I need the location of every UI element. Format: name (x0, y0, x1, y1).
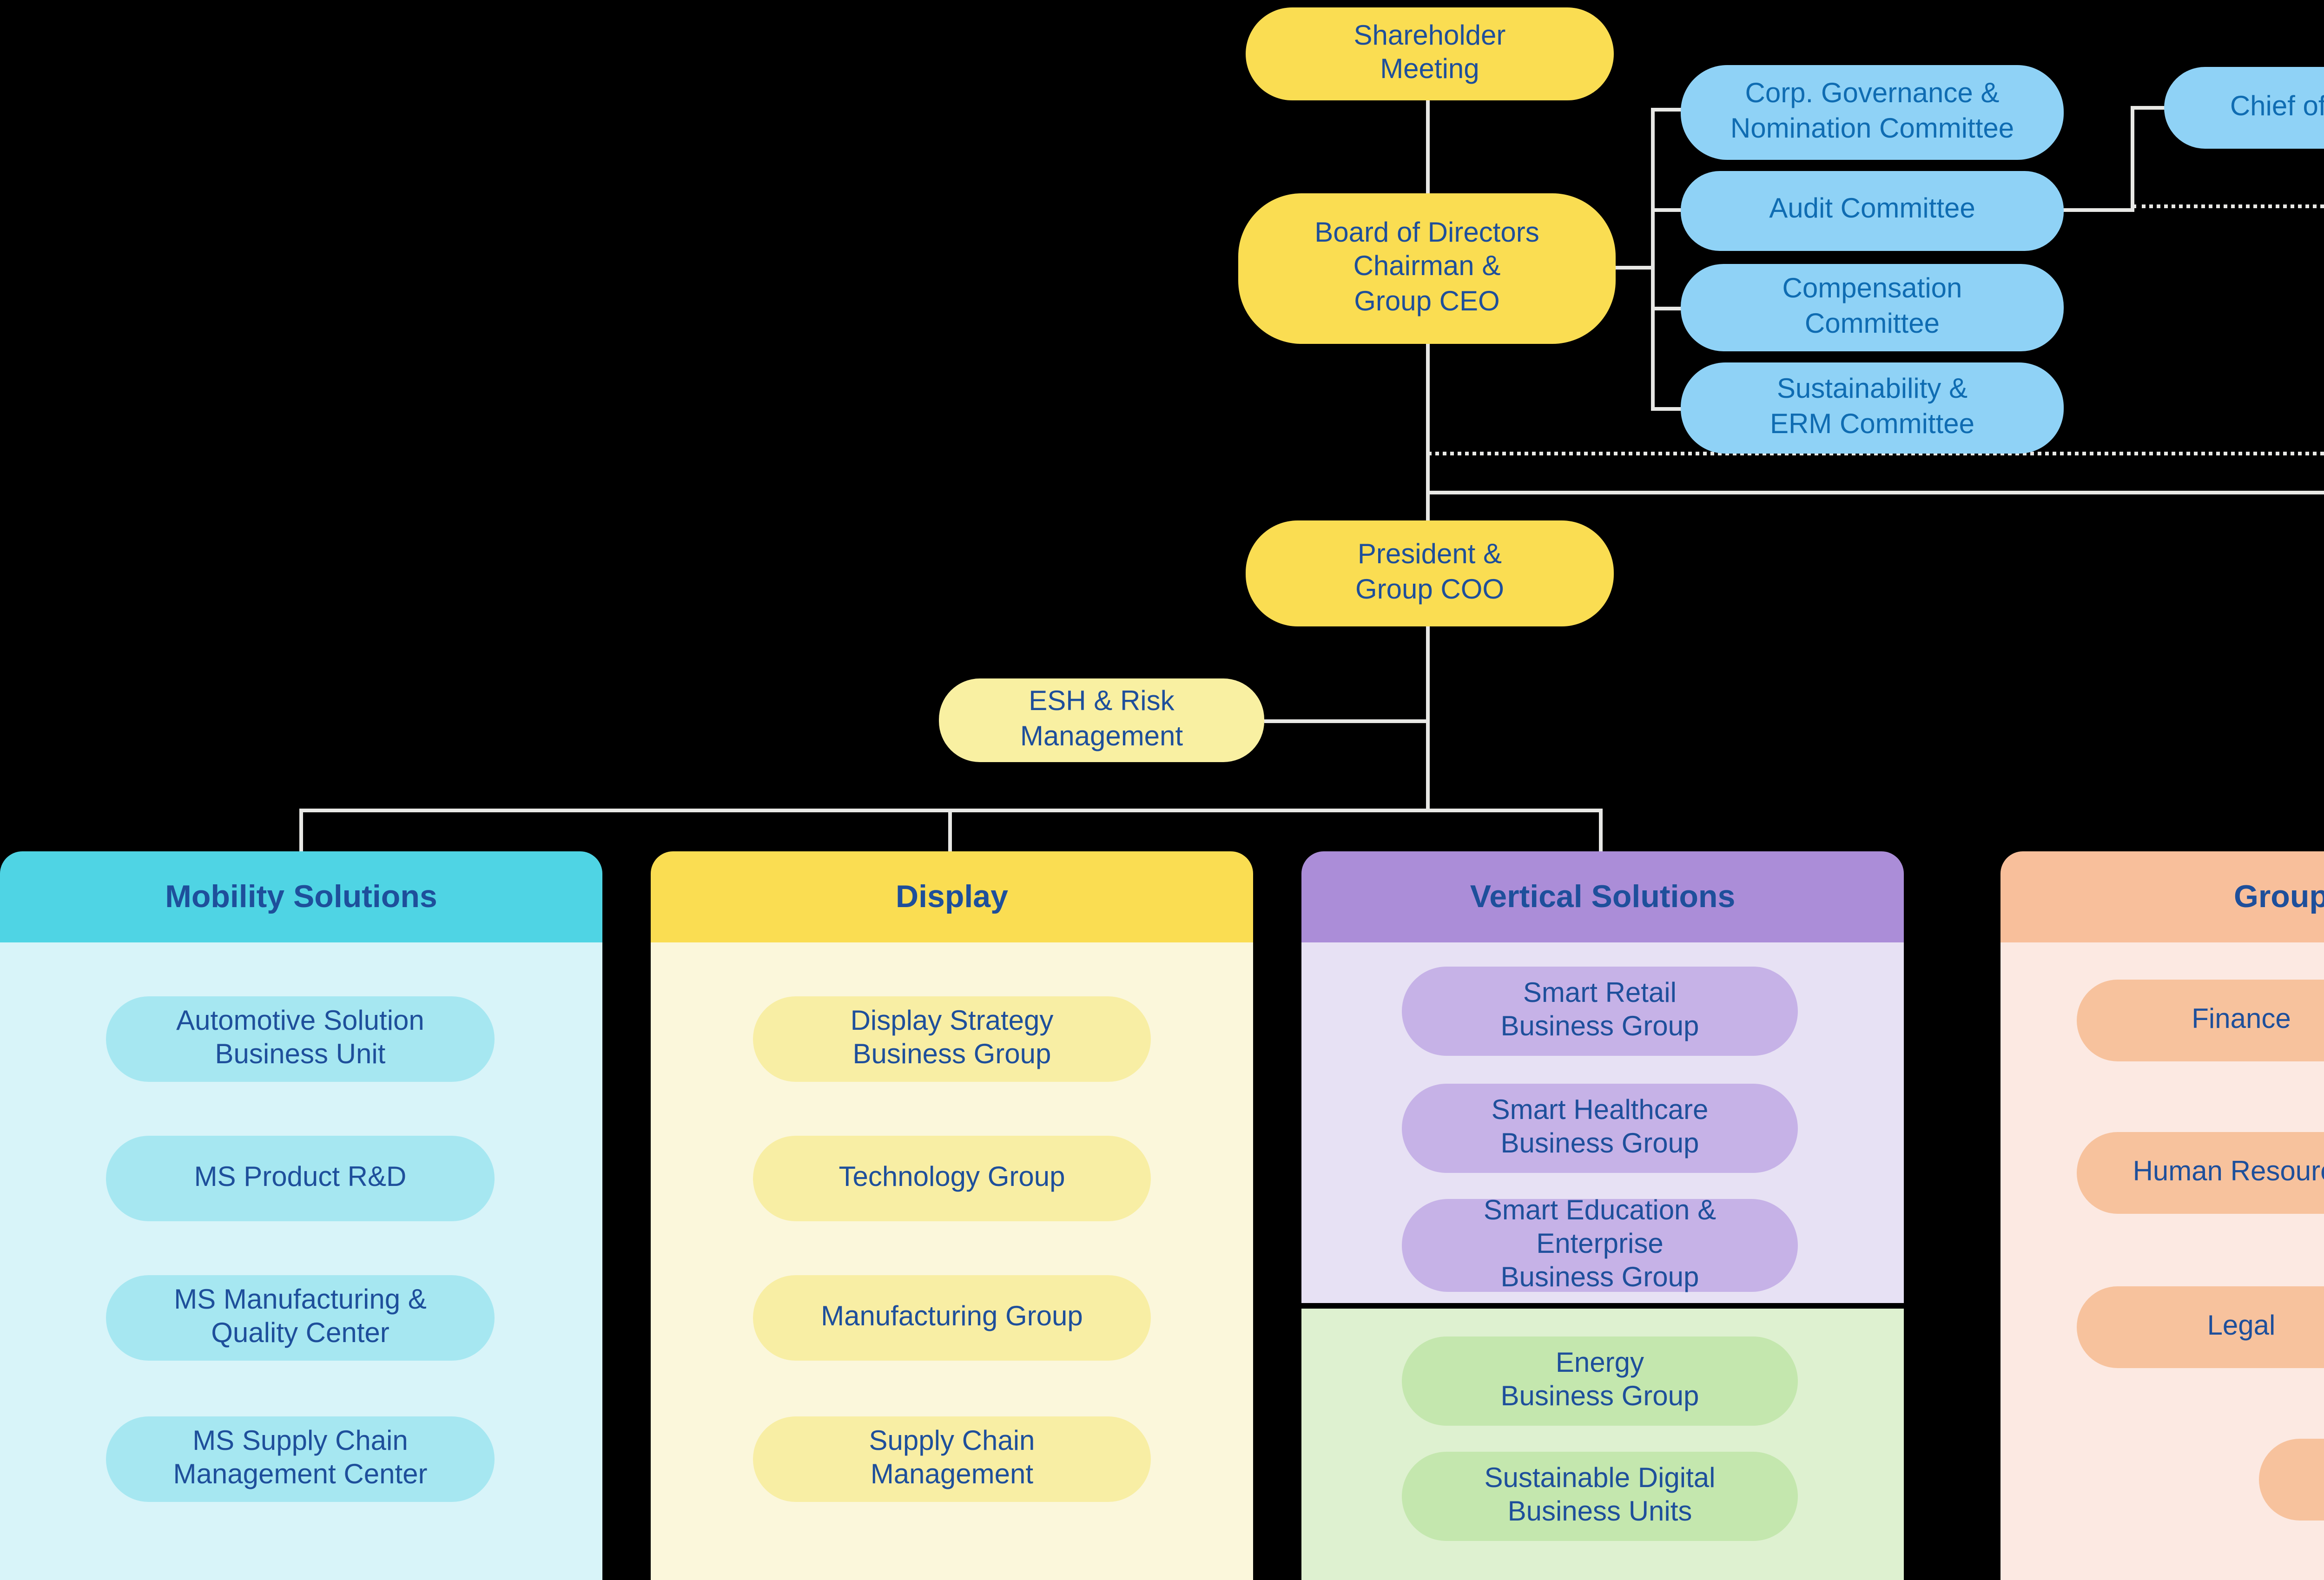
division-mobility-header: Mobility Solutions (0, 851, 602, 942)
connector-president-bus (1426, 625, 1430, 812)
dotted-chief-to-board-line (1428, 452, 2324, 455)
connector-committee-bus (1651, 108, 1655, 411)
committee-compensation: Compensation Committee (1681, 264, 2064, 351)
node-chief-of-compliance: Chief of Compliance (2164, 67, 2324, 149)
unit-energy-business-group: Energy Business Group (1402, 1336, 1798, 1426)
connector-shareholder-board (1426, 100, 1430, 197)
connector-committee-1 (1651, 108, 1683, 112)
unit-smart-healthcare-group: Smart Healthcare Business Group (1402, 1084, 1798, 1173)
unit-human-resource: Human Resource (2077, 1132, 2324, 1214)
unit-auditing: Auditing (2259, 1439, 2324, 1521)
connector-drop-mobility (299, 809, 303, 853)
connector-board-president (1426, 342, 1430, 522)
node-esh-risk-management: ESH & Risk Management (939, 678, 1264, 762)
unit-ms-product-rnd: MS Product R&D (106, 1136, 495, 1221)
unit-smart-education-enterprise-group: Smart Education & Enterprise Business Gr… (1402, 1194, 1798, 1294)
committee-sustainability-erm: Sustainability & ERM Committee (1681, 362, 2064, 454)
unit-legal: Legal (2077, 1286, 2324, 1368)
committee-audit: Audit Committee (1681, 171, 2064, 251)
unit-supply-chain-management: Supply Chain Management (753, 1416, 1151, 1502)
connector-drop-display (948, 809, 952, 853)
committee-corp-governance-nomination: Corp. Governance & Nomination Committee (1681, 65, 2064, 160)
unit-technology-group: Technology Group (753, 1136, 1151, 1221)
connector-committee-2 (1651, 208, 1683, 212)
division-giu-header: Group Infrastructure Unit (2000, 851, 2324, 942)
connector-giu-horizontal (1428, 491, 2324, 494)
dotted-audit-right (2133, 204, 2324, 208)
connector-esh-stub (1264, 719, 1428, 723)
unit-display-strategy-group: Display Strategy Business Group (753, 996, 1151, 1082)
unit-ms-manufacturing-quality: MS Manufacturing & Quality Center (106, 1275, 495, 1361)
connector-committee-4 (1651, 407, 1683, 411)
division-vertical-header: Vertical Solutions (1301, 851, 1904, 942)
unit-smart-retail-group: Smart Retail Business Group (1402, 967, 1798, 1056)
unit-finance: Finance (2077, 980, 2324, 1061)
unit-manufacturing-group: Manufacturing Group (753, 1275, 1151, 1361)
connector-elbow-vertical (2131, 106, 2134, 212)
unit-sustainable-digital-units: Sustainable Digital Business Units (1402, 1452, 1798, 1541)
unit-automotive-solution-bu: Automotive Solution Business Unit (106, 996, 495, 1082)
unit-ms-supply-chain: MS Supply Chain Management Center (106, 1416, 495, 1502)
connector-elbow-chief (2131, 106, 2166, 110)
node-president-group-coo: President & Group COO (1246, 520, 1614, 626)
division-display-header: Display (651, 851, 1253, 942)
connector-board-committee-bus (1614, 266, 1655, 270)
connector-committee-3 (1651, 307, 1683, 310)
connector-audit-elbow (2062, 208, 2133, 212)
node-board-of-directors: Board of Directors Chairman & Group CEO (1238, 193, 1616, 344)
connector-drop-vertical (1599, 809, 1603, 853)
node-shareholder-meeting: Shareholder Meeting (1246, 7, 1614, 100)
